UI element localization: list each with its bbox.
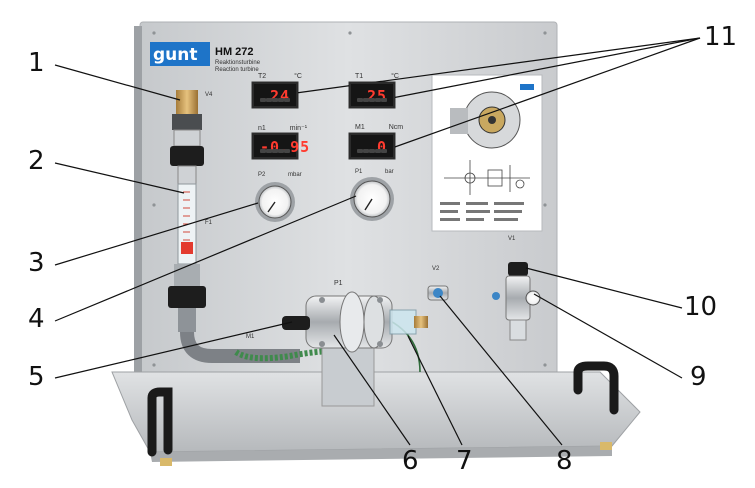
svg-text:P2: P2 (258, 172, 266, 178)
brand-logo (150, 42, 210, 66)
regulator-knob (508, 262, 528, 276)
gauge-p2-needle (267, 201, 276, 213)
brand-logo-text: gunt (153, 45, 198, 65)
schematic-diagram (444, 160, 530, 195)
pipe-elbow (180, 331, 300, 363)
callout-1: 1 (28, 48, 45, 78)
callout-11: 11 (704, 22, 738, 52)
display-m1: 0 (349, 133, 395, 159)
callout-6: 6 (402, 446, 419, 476)
gauge-p1-needle (364, 198, 373, 211)
svg-text:P1: P1 (355, 169, 363, 175)
display-m1-value: 0 (376, 138, 387, 156)
model-subtitle-en: Reaction turbine (215, 67, 259, 73)
callout-5: 5 (28, 362, 45, 392)
model-title: HM 272 (215, 46, 254, 58)
callout-4: 4 (28, 304, 45, 334)
svg-text:bar: bar (385, 169, 394, 175)
leader-11b (391, 37, 701, 99)
display-n1: -0.95 (252, 133, 309, 159)
callout-3: 3 (28, 248, 45, 278)
turbine-brass-fitting (414, 316, 428, 328)
label-p1: P1 (334, 280, 343, 287)
display-m1-label: M1 Ncm (355, 124, 404, 131)
display-t2: 24 (252, 82, 298, 108)
foot-right (600, 442, 612, 450)
callout-2: 2 (28, 146, 45, 176)
svg-text:V2: V2 (432, 266, 440, 272)
display-t2-label: T2 °C (258, 73, 302, 80)
back-panel-left-edge (134, 26, 142, 378)
turbine-shaft-knob (282, 316, 310, 330)
handle-left (147, 387, 173, 457)
leader-6 (333, 334, 411, 446)
turbine-flange (339, 291, 365, 353)
leader-1 (54, 64, 181, 101)
base-plate (111, 371, 641, 453)
svg-text:V1: V1 (508, 236, 516, 242)
display-t1: 25 (349, 82, 395, 108)
leader-4 (54, 195, 357, 322)
union-bottom (168, 286, 206, 308)
model-subtitle-de: Reaktionsturbine (215, 60, 261, 66)
svg-text:V4: V4 (205, 92, 213, 98)
schematic-logo (520, 84, 534, 90)
leader-5 (54, 321, 293, 379)
regulator-gauge (525, 290, 541, 306)
foot-left (160, 458, 172, 466)
turbine-nozzle-tube (389, 309, 417, 335)
callout-7: 7 (456, 446, 473, 476)
callout-8: 8 (556, 446, 573, 476)
union-top (170, 146, 204, 166)
flow-meter-float (181, 242, 193, 254)
turbine-stand (321, 347, 375, 407)
regulator-bowl (509, 319, 527, 341)
valve-v4-brass (176, 90, 198, 116)
leader-lines (54, 37, 701, 446)
leader-2 (54, 162, 185, 194)
svg-text:mbar: mbar (288, 172, 302, 178)
handle-right (573, 361, 619, 415)
valve-v2-blue-ring (433, 288, 443, 298)
leader-9 (533, 293, 683, 379)
leader-3 (54, 202, 259, 266)
leader-11c (391, 37, 701, 149)
svg-text:M1: M1 (246, 334, 255, 340)
base-front-lip (150, 446, 612, 462)
leader-7 (407, 335, 463, 446)
display-t1-label: T1 °C (355, 73, 399, 80)
callout-9: 9 (690, 362, 707, 392)
leader-8 (439, 295, 563, 446)
callout-10: 10 (684, 292, 718, 322)
display-n1-label: n1 min⁻¹ (258, 125, 308, 132)
leader-10 (525, 267, 683, 309)
schematic-legend (440, 202, 524, 221)
svg-text:F1: F1 (205, 220, 213, 226)
